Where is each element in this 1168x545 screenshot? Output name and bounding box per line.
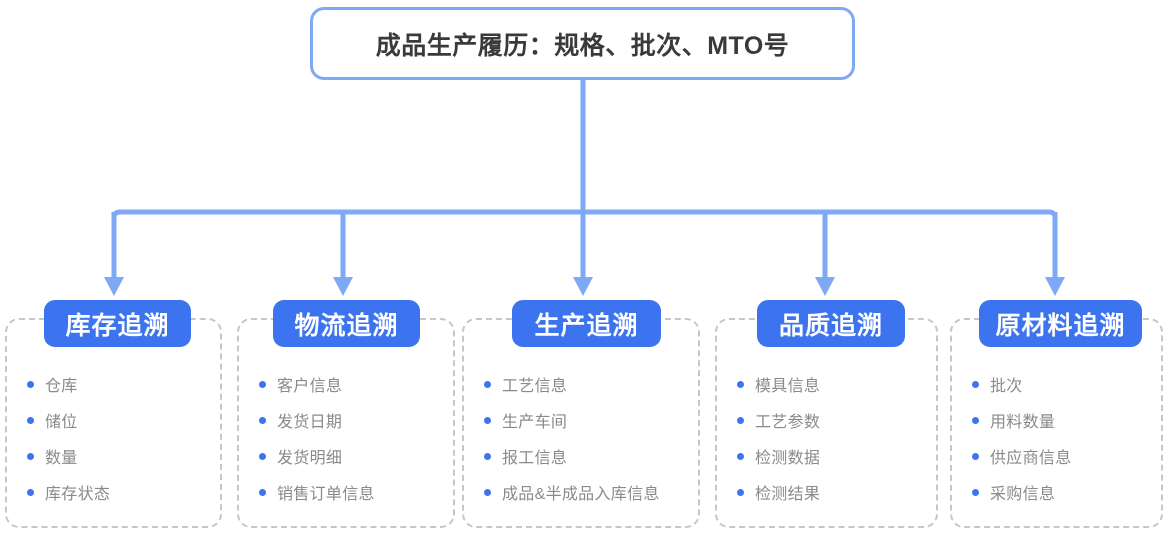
category-card-inventory: 库存追溯 仓库 储位 数量 库存状态 bbox=[5, 300, 222, 528]
list-item: 生产车间 bbox=[484, 402, 690, 438]
category-pill-production[interactable]: 生产追溯 bbox=[512, 300, 661, 347]
list-item-label: 工艺信息 bbox=[502, 378, 568, 395]
list-item-label: 供应商信息 bbox=[990, 450, 1072, 467]
list-item: 用料数量 bbox=[972, 402, 1153, 438]
list-item: 工艺信息 bbox=[484, 366, 690, 402]
list-item-label: 发货日期 bbox=[277, 414, 343, 431]
category-pill-quality[interactable]: 品质追溯 bbox=[757, 300, 905, 347]
bullet-dot-icon bbox=[737, 452, 744, 460]
list-item: 检测结果 bbox=[737, 474, 928, 510]
down-arrow-icon bbox=[1045, 277, 1065, 296]
bullet-dot-icon bbox=[259, 416, 266, 424]
root-node-production-history: 成品生产履历：规格、批次、MTO号 bbox=[310, 7, 855, 80]
category-card-production: 生产追溯 工艺信息 生产车间 报工信息 成品&半成品入库信息 bbox=[462, 300, 700, 528]
bullet-dot-icon bbox=[259, 380, 266, 388]
bullet-dot-icon bbox=[484, 380, 491, 388]
category-pill-label: 物流追溯 bbox=[294, 311, 399, 340]
list-item-label: 成品&半成品入库信息 bbox=[502, 486, 660, 503]
list-item: 客户信息 bbox=[259, 366, 445, 402]
list-item: 库存状态 bbox=[27, 474, 212, 510]
bullet-dot-icon bbox=[27, 380, 34, 388]
down-arrow-icon bbox=[573, 277, 593, 296]
bullet-dot-icon bbox=[972, 488, 979, 496]
list-item-label: 客户信息 bbox=[277, 378, 343, 395]
list-item-label: 生产车间 bbox=[502, 414, 568, 431]
category-pill-label: 原材料追溯 bbox=[995, 311, 1126, 340]
list-item-label: 储位 bbox=[45, 414, 78, 431]
category-card-raw-material: 原材料追溯 批次 用料数量 供应商信息 采购信息 bbox=[950, 300, 1163, 528]
bullet-dot-icon bbox=[259, 488, 266, 496]
bullet-dot-icon bbox=[737, 380, 744, 388]
bullet-dot-icon bbox=[737, 416, 744, 424]
bullet-dot-icon bbox=[972, 416, 979, 424]
bullet-dot-icon bbox=[972, 380, 979, 388]
bullet-dot-icon bbox=[484, 452, 491, 460]
bullet-dot-icon bbox=[27, 416, 34, 424]
list-item-label: 检测数据 bbox=[755, 450, 821, 467]
bullet-dot-icon bbox=[484, 416, 491, 424]
category-card-logistics: 物流追溯 客户信息 发货日期 发货明细 销售订单信息 bbox=[237, 300, 455, 528]
list-item: 报工信息 bbox=[484, 438, 690, 474]
list-item-label: 发货明细 bbox=[277, 450, 343, 467]
list-item-label: 销售订单信息 bbox=[277, 486, 375, 503]
category-pill-inventory[interactable]: 库存追溯 bbox=[44, 300, 191, 347]
list-item-label: 库存状态 bbox=[45, 486, 111, 503]
list-item: 销售订单信息 bbox=[259, 474, 445, 510]
category-pill-raw-material[interactable]: 原材料追溯 bbox=[979, 300, 1142, 347]
connector-bus bbox=[111, 209, 1058, 224]
list-item: 成品&半成品入库信息 bbox=[484, 474, 690, 510]
list-item: 数量 bbox=[27, 438, 212, 474]
list-item: 检测数据 bbox=[737, 438, 928, 474]
bullet-dot-icon bbox=[27, 488, 34, 496]
bullet-dot-icon bbox=[484, 488, 491, 496]
list-item-label: 报工信息 bbox=[502, 450, 568, 467]
list-item: 批次 bbox=[972, 366, 1153, 402]
list-item-label: 模具信息 bbox=[755, 378, 821, 395]
list-item-label: 采购信息 bbox=[990, 486, 1056, 503]
bullet-dot-icon bbox=[972, 452, 979, 460]
list-item-label: 检测结果 bbox=[755, 486, 821, 503]
category-item-list: 客户信息 发货日期 发货明细 销售订单信息 bbox=[259, 366, 445, 510]
bullet-dot-icon bbox=[27, 452, 34, 460]
bullet-dot-icon bbox=[259, 452, 266, 460]
category-item-list: 批次 用料数量 供应商信息 采购信息 bbox=[972, 366, 1153, 510]
category-pill-label: 品质追溯 bbox=[778, 311, 883, 340]
down-arrow-icon bbox=[104, 277, 124, 296]
list-item-label: 仓库 bbox=[45, 378, 78, 395]
category-card-quality: 品质追溯 模具信息 工艺参数 检测数据 检测结果 bbox=[715, 300, 938, 528]
category-pill-logistics[interactable]: 物流追溯 bbox=[273, 300, 420, 347]
list-item: 储位 bbox=[27, 402, 212, 438]
category-item-list: 工艺信息 生产车间 报工信息 成品&半成品入库信息 bbox=[484, 366, 690, 510]
list-item: 仓库 bbox=[27, 366, 212, 402]
down-arrow-icon bbox=[815, 277, 835, 296]
category-item-list: 模具信息 工艺参数 检测数据 检测结果 bbox=[737, 366, 928, 510]
list-item-label: 用料数量 bbox=[990, 414, 1056, 431]
list-item-label: 工艺参数 bbox=[755, 414, 821, 431]
category-pill-label: 生产追溯 bbox=[534, 311, 639, 340]
down-arrow-icon bbox=[333, 277, 353, 296]
list-item: 供应商信息 bbox=[972, 438, 1153, 474]
list-item: 模具信息 bbox=[737, 366, 928, 402]
list-item: 工艺参数 bbox=[737, 402, 928, 438]
list-item-label: 数量 bbox=[45, 450, 78, 467]
page-title: 成品生产履历：规格、批次、MTO号 bbox=[375, 31, 790, 60]
list-item: 发货日期 bbox=[259, 402, 445, 438]
bullet-dot-icon bbox=[737, 488, 744, 496]
category-pill-label: 库存追溯 bbox=[65, 311, 170, 340]
list-item: 采购信息 bbox=[972, 474, 1153, 510]
list-item-label: 批次 bbox=[990, 378, 1023, 395]
list-item: 发货明细 bbox=[259, 438, 445, 474]
category-item-list: 仓库 储位 数量 库存状态 bbox=[27, 366, 212, 510]
